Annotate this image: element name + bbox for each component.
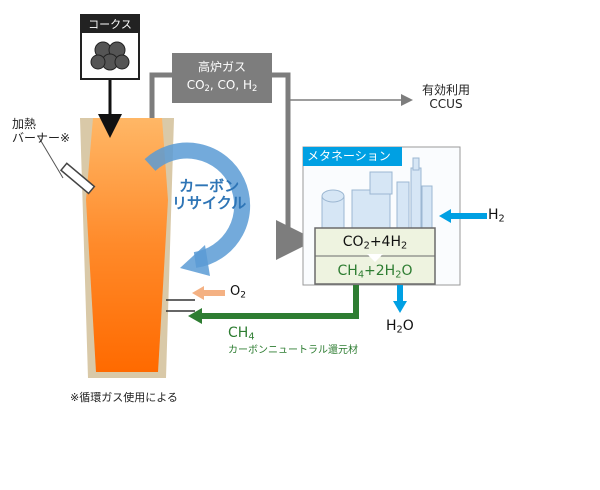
coke-box: コークス: [80, 14, 140, 80]
gas-components: CO2, CO, H2: [186, 78, 258, 94]
heating-burner-icon: [37, 135, 96, 195]
reaction-products: CH4+2H2O: [337, 263, 413, 281]
gas-title: 高炉ガス: [197, 60, 246, 74]
ch4-return-pipe: [200, 285, 359, 319]
blast-furnace-gas-box: 高炉ガス CO2, CO, H2: [172, 53, 272, 103]
ch4-caption: カーボンニュートラル還元材: [228, 345, 358, 356]
ch4-return-arrowhead: [188, 308, 202, 324]
gas-offtake-pipe: [149, 72, 172, 118]
reaction-reactants: CO2+4H2: [342, 234, 408, 252]
h2o-output-label: H2O: [386, 318, 414, 336]
recycle-arrow-icon: [144, 142, 251, 276]
h2o-output-arrowhead: [393, 301, 407, 313]
furnace-hot-zone: [86, 118, 168, 372]
methanation-title: メタネーション: [303, 147, 402, 166]
o2-input-arrowhead: [192, 286, 204, 300]
coke-icon: [90, 41, 130, 71]
gas-to-methanation-arrow: [276, 100, 316, 260]
utilization-label: 有効利用 CCUS: [421, 83, 470, 111]
gas-branch-pipe: [272, 72, 291, 100]
carbon-recycle-label: カーボン リサイクル: [172, 177, 247, 213]
ch4-output-label: CH4: [228, 325, 255, 343]
o2-input-label: O2: [230, 284, 247, 301]
coke-title: コークス: [82, 16, 138, 33]
h2-input-label: H2: [488, 207, 505, 225]
footnote: ※循環ガス使用による: [70, 391, 178, 404]
reaction-arrow-icon: [367, 254, 383, 262]
h2-input-arrowhead: [439, 209, 451, 223]
plant-illustration: [321, 157, 433, 231]
blast-furnace: [80, 118, 174, 378]
heating-burner-label: 加熱 バーナー※: [12, 117, 71, 145]
